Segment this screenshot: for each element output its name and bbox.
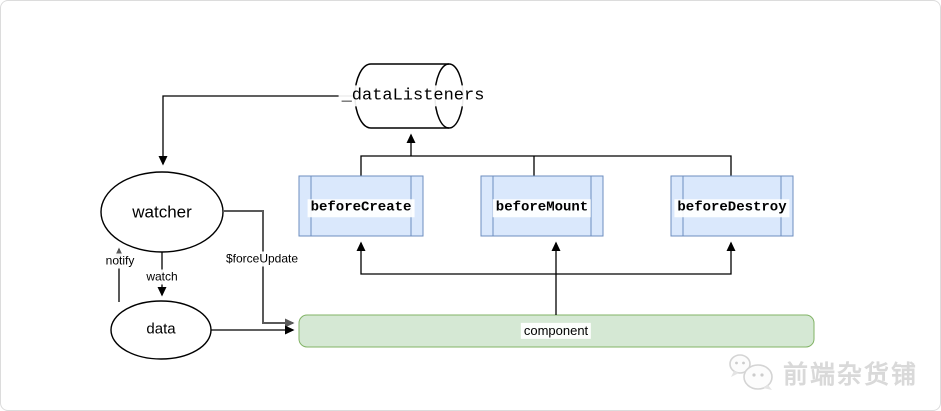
edge-datalisteners-to-watcher [158, 95, 353, 166]
watermark: 前端杂货铺 [727, 352, 918, 394]
watcher-label: watcher [129, 201, 195, 223]
chat-doodle-face-icon [729, 354, 773, 390]
notify-edge-label: notify [102, 253, 138, 269]
forceupdate-edge-label: $forceUpdate [222, 251, 302, 267]
edge-hooks-top-tree [360, 155, 732, 176]
beforecreate-label: beforeCreate [307, 199, 415, 217]
edge-forceupdate-arrow [223, 210, 295, 328]
data-label: data [143, 320, 179, 340]
datalisteners-label: _dataListeners [338, 85, 488, 107]
beforemount-label: beforeMount [492, 199, 592, 217]
watermark-text: 前端杂货铺 [782, 361, 918, 389]
edge-component-to-beforedestroy [556, 241, 736, 275]
beforedestroy-label: beforeDestroy [674, 199, 790, 217]
watch-edge-label: watch [143, 269, 181, 285]
component-label: component [520, 322, 592, 340]
edge-component-to-beforecreate [356, 241, 556, 275]
